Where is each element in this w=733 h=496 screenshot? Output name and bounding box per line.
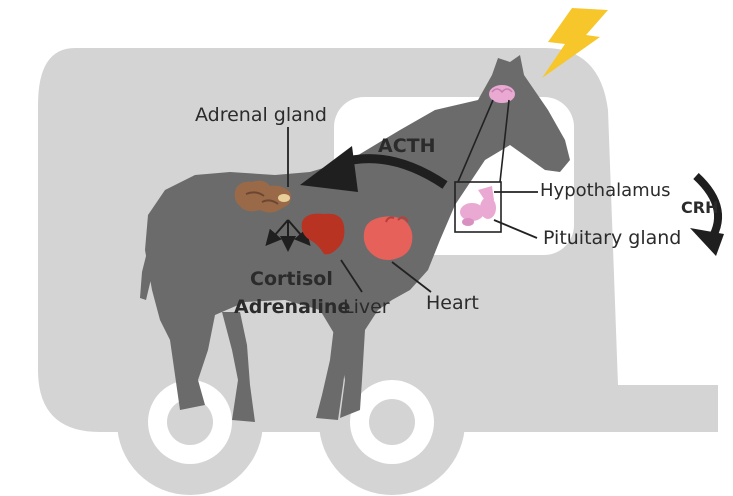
hypothalamus-label: Hypothalamus	[540, 182, 670, 200]
liver-label: Liver	[343, 298, 390, 317]
cortisol-label: Cortisol	[250, 270, 333, 289]
acth-label: ACTH	[378, 137, 436, 156]
heart-label: Heart	[426, 294, 479, 313]
adrenal-gland-label: Adrenal gland	[195, 106, 327, 125]
pituitary-gland-label: Pituitary gland	[543, 229, 681, 248]
crh-label: CRH	[681, 200, 718, 216]
adrenaline-label: Adrenaline	[234, 298, 350, 317]
